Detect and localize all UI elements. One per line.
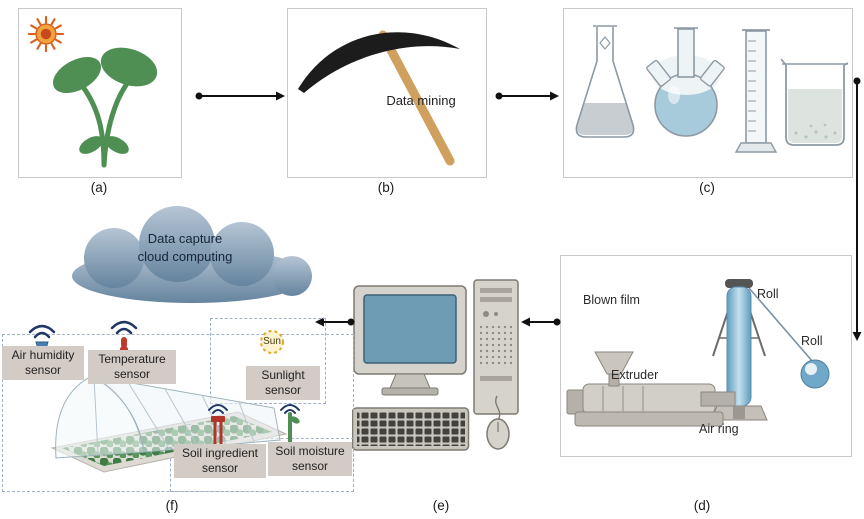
blown-film-title: Blown film: [583, 293, 640, 307]
computer-tower-icon: [473, 279, 519, 415]
roll-side-label: Roll: [801, 334, 823, 348]
arrow-d-to-e: [521, 317, 561, 327]
temperature-sensor-label: Temperature sensor: [88, 350, 176, 384]
sunlight-sensor-dashed-box: [210, 318, 326, 404]
cloud-caption: Data capture cloud computing: [95, 230, 275, 265]
nip-roll-icon: [725, 279, 753, 288]
monitor-icon: [353, 285, 467, 396]
extruder-label: Extruder: [611, 368, 659, 382]
extruder-icon: [566, 351, 736, 427]
film-path-line: [748, 287, 814, 363]
panel-c-box: [563, 8, 853, 178]
desktop-computer-icon: [352, 279, 519, 451]
panel-f-label: (f): [165, 498, 179, 513]
soil-moisture-sensor-label: Soil moisture sensor: [268, 442, 352, 476]
beaker-icon: [780, 58, 849, 146]
arrow-e-to-f: [315, 317, 355, 327]
cloud-icon: [72, 206, 312, 303]
panel-c-label: (c): [699, 180, 715, 195]
cloud-caption-line2: cloud computing: [137, 248, 233, 264]
sunlight-sensor-label: Sunlight sensor: [246, 366, 320, 400]
cloud-caption-line1: Data capture: [147, 231, 223, 246]
small-sun-icon: [260, 330, 284, 354]
soil-ingredient-sensor-label: Soil ingredient sensor: [174, 444, 266, 478]
air-ring-label: Air ring: [699, 422, 739, 436]
soil-ingredient-probe-icon: [211, 416, 225, 448]
panel-d-box: Blown film Extruder Air ring Roll Roll: [560, 255, 852, 457]
blown-film-machine-icon: [566, 279, 830, 427]
roll-top-label: Roll: [757, 287, 779, 301]
greenhouse-icon: [50, 375, 288, 473]
lab-glassware-icon: [575, 25, 849, 153]
connector-c-to-d: [852, 77, 862, 341]
round-bottom-flask-icon: [646, 27, 725, 137]
mouse-icon: [486, 395, 510, 450]
erlenmeyer-flask-icon: [575, 25, 635, 138]
wifi-signal-icon: [280, 404, 300, 414]
panel-a-label: (a): [90, 180, 108, 195]
keyboard-icon: [352, 407, 470, 451]
data-mining-caption: Data mining: [386, 93, 456, 108]
pickaxe-icon: [298, 30, 460, 166]
panel-e-label: (e): [432, 498, 450, 513]
panel-d-label: (d): [693, 498, 711, 513]
sun-badge: Sun: [252, 326, 292, 360]
film-bubble-icon: [726, 286, 752, 407]
sun-badge-label: Sun: [263, 336, 281, 347]
arrow-a-to-b: [195, 91, 285, 101]
panel-a-box: [18, 8, 182, 178]
seedling-icon: [52, 47, 158, 168]
graduated-cylinder-icon: [734, 29, 778, 153]
hopper-icon: [594, 351, 634, 375]
sun-icon: [27, 15, 65, 53]
panel-b-box: Data mining: [287, 8, 487, 178]
wifi-signal-icon: [208, 404, 228, 414]
air-humidity-sensor-label: Air humidity sensor: [2, 346, 84, 380]
arrow-b-to-c: [495, 91, 559, 101]
roll-icon: [800, 359, 830, 389]
panel-b-label: (b): [377, 180, 395, 195]
